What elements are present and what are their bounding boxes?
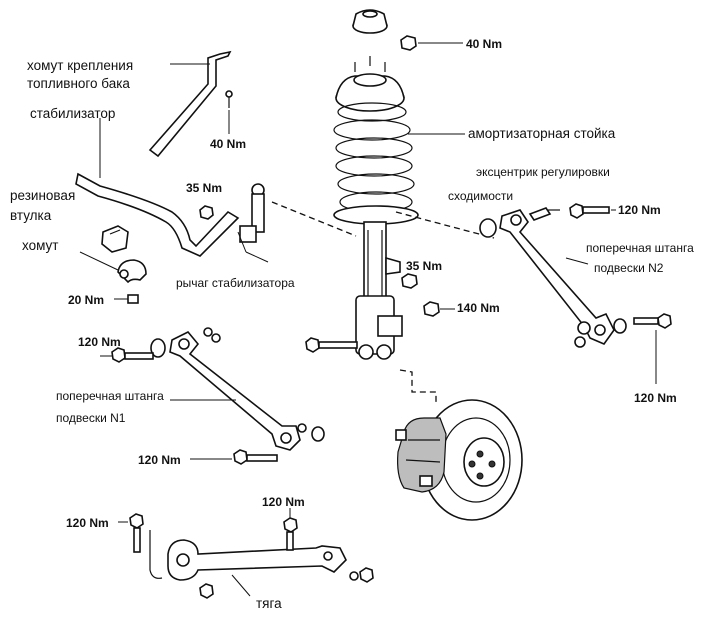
torque-arm-n1-outer: 120 Nm xyxy=(138,453,181,467)
rod-left-bolt xyxy=(118,513,144,553)
stabilizer-bar xyxy=(75,118,240,257)
lateral-rod xyxy=(149,530,347,597)
strut-top-cap xyxy=(352,9,388,34)
stabilizer-link xyxy=(237,183,269,263)
torque-strut-nut: 35 Nm xyxy=(406,259,443,273)
arm1-outer-bolt xyxy=(190,449,278,465)
assembly-line-arm2 xyxy=(395,211,495,239)
assembly-line-link-to-strut xyxy=(271,201,357,237)
eccentric-bolt xyxy=(569,203,616,219)
arm1-inner-bolt xyxy=(100,347,154,363)
torque-arm-n1-inner: 120 Nm xyxy=(78,335,121,349)
clamp-bolt xyxy=(114,294,139,304)
label-fuel-tank-clamp-2: топливного бака xyxy=(27,76,130,91)
label-rubber-bushing-2: втулка xyxy=(10,208,52,223)
label-eccentric-2: сходимости xyxy=(448,189,514,203)
label-eccentric-1: эксцентрик регулировки xyxy=(476,165,610,179)
label-clamp: хомут xyxy=(22,238,59,253)
rod-top-bolt xyxy=(283,508,298,551)
label-lateral-rod: тяга xyxy=(256,596,282,611)
torque-top-nut: 40 Nm xyxy=(466,37,503,51)
rubber-bushing xyxy=(101,225,129,253)
torque-rod-top: 120 Nm xyxy=(262,495,305,509)
rod-nuts xyxy=(199,567,374,599)
strut-bolt xyxy=(305,337,358,353)
label-arm-n1-2: подвески N1 xyxy=(56,411,126,425)
torque-eccentric: 120 Nm xyxy=(618,203,661,217)
suspension-arm-n1 xyxy=(150,327,325,451)
torque-clamp-bolt: 20 Nm xyxy=(68,293,105,307)
label-strut: амортизаторная стойка xyxy=(468,126,616,141)
label-stabilizer: стабилизатор xyxy=(30,106,116,121)
torque-link-top: 35 Nm xyxy=(186,181,223,195)
label-arm-n2-2: подвески N2 xyxy=(594,261,664,275)
label-arm-n1-1: поперечная штанга xyxy=(56,389,164,403)
shock-absorber-body xyxy=(355,221,403,360)
label-fuel-tank-clamp-1: хомут крепления xyxy=(27,58,134,73)
fuel-tank-clamp xyxy=(148,50,233,158)
strut-lower-nut xyxy=(423,301,455,317)
link-top-nut xyxy=(199,205,214,220)
label-rubber-bushing-1: резиновая xyxy=(10,188,76,203)
label-stabilizer-link: рычаг стабилизатора xyxy=(176,276,295,290)
coil-spring xyxy=(333,102,465,225)
label-arm-n2-1: поперечная штанга xyxy=(586,241,694,255)
brake-disc-hub xyxy=(395,399,523,521)
torque-rod-left: 120 Nm xyxy=(66,516,109,530)
torque-tank-clamp: 40 Nm xyxy=(210,137,247,151)
bushing-clamp xyxy=(79,251,147,284)
strut-nut xyxy=(401,273,418,289)
torque-strut-lower: 140 Nm xyxy=(457,301,500,315)
arm2-bolt xyxy=(633,313,672,384)
suspension-arm-n2 xyxy=(479,207,627,348)
top-nut xyxy=(400,35,463,51)
assembly-line-strut-to-hub xyxy=(399,369,437,404)
torque-arm-n2-bolt: 120 Nm xyxy=(634,391,677,405)
